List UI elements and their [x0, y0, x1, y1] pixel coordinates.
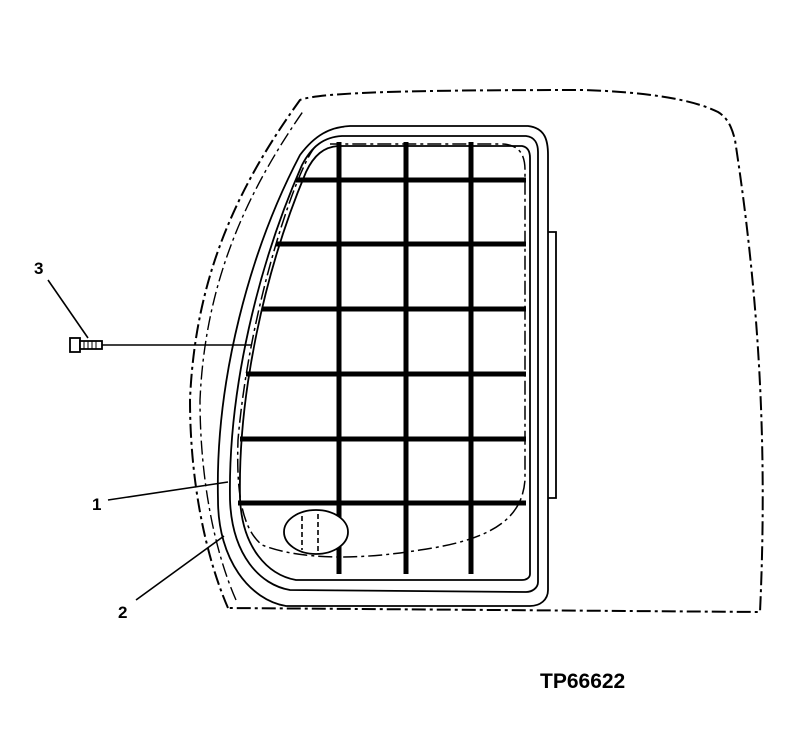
callout-3: 3: [34, 259, 43, 278]
leader-line-2: [135, 535, 225, 601]
window-frame-outer: [216, 125, 549, 607]
latch-oval: [283, 509, 349, 555]
callout-1: 1: [92, 495, 101, 514]
frame-rear-bracket: [548, 231, 557, 499]
cab-body-outline: [188, 88, 764, 614]
cap-screw-icon: [69, 337, 103, 353]
figure-id: TP66622: [540, 670, 625, 693]
leader-line-1: [107, 481, 229, 501]
window-frame-inner: [229, 135, 539, 593]
window-inner-seal: [239, 145, 531, 581]
glass-outline: [236, 143, 526, 558]
leader-line-3: [47, 279, 89, 339]
grid-guard-horizontal-bars: [238, 177, 526, 506]
grid-guard-vertical-bars: [336, 142, 474, 574]
callout-2: 2: [118, 603, 127, 622]
